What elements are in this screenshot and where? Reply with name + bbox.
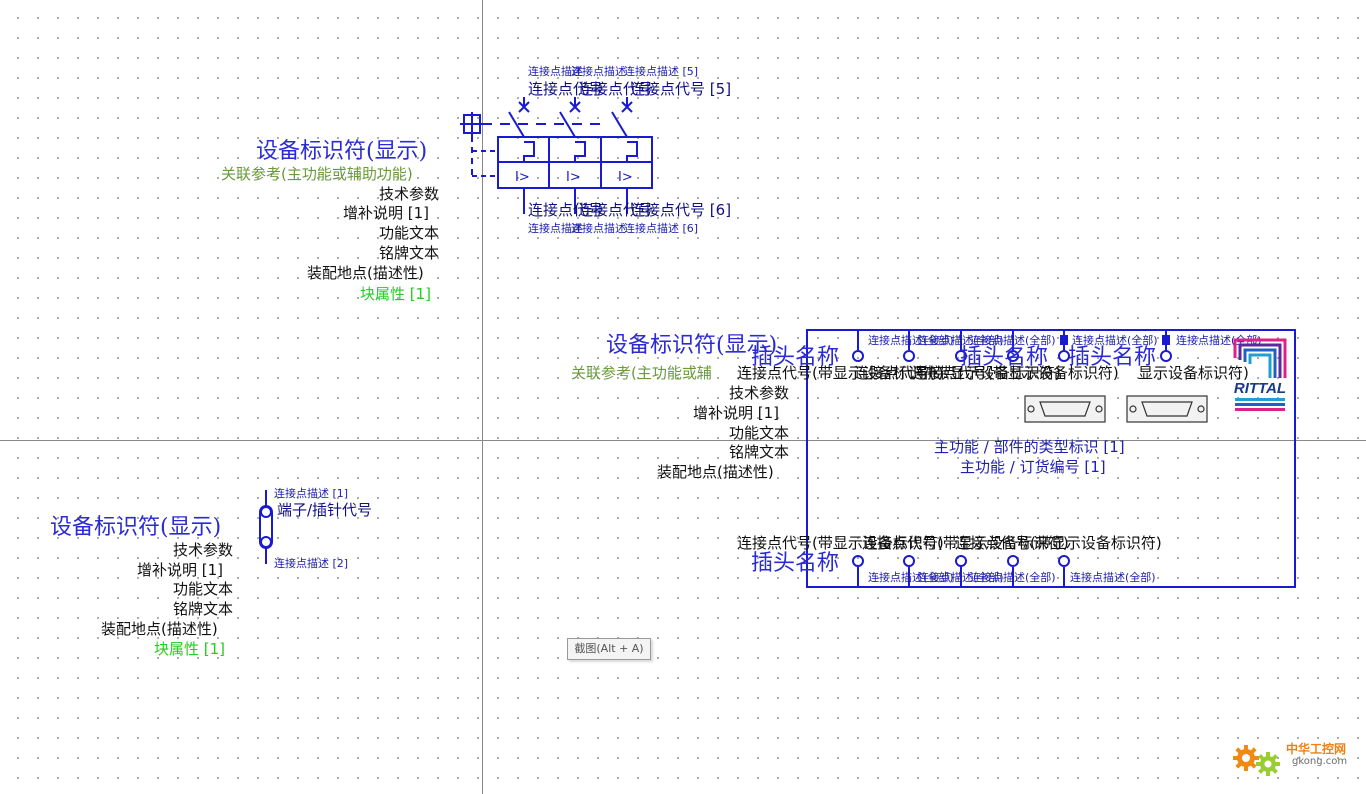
mount-loc-1: 装配地点(描述性)	[307, 264, 424, 282]
watermark-cn: 中华工控网	[1286, 742, 1347, 756]
conn-desc-all-b3: 连接点描述(全部)	[970, 571, 1056, 584]
assoc-ref-2: 关联参考(主功能或辅	[571, 364, 712, 382]
gear-icon	[1233, 745, 1280, 776]
conn-desc-all-b1: 连接点描述(全部)	[868, 571, 954, 584]
tech-params-1: 技术参数	[379, 185, 440, 203]
conn-code-tag-4: 显示设备标识符)	[1138, 364, 1249, 382]
gkong-watermark: 中华工控网 gkong.com	[1228, 734, 1358, 780]
conn-desc-all-b4: 连接点描述(全部)	[1070, 571, 1156, 584]
conn-desc-all-5: 连接点描述(全部)	[1176, 334, 1262, 347]
block-prop-1: 块属性 [1]	[360, 285, 432, 303]
circuit-breaker-symbol	[460, 97, 653, 214]
terminal-symbol	[259, 490, 273, 564]
conn-desc-bottom-2: 连接点描述	[571, 222, 626, 235]
plug-name-1: 插头名称	[751, 345, 840, 370]
block-prop-3: 块属性 [1]	[154, 640, 226, 658]
db9-connector-1	[1024, 395, 1106, 423]
plug-name-2: 插头名称	[960, 345, 1049, 370]
crosshair-horizontal	[0, 440, 1366, 441]
device-tag-2[interactable]: 设备标识符(显示)	[606, 333, 778, 358]
db9-connector-2	[1126, 395, 1208, 423]
screenshot-tooltip: 截图(Alt + A)	[567, 638, 651, 660]
nameplate-3: 铭牌文本	[173, 600, 234, 618]
conn-desc-terminal-2: 连接点描述 [2]	[274, 557, 349, 570]
conn-desc-bottom-3: 连接点描述 [6]	[624, 222, 699, 235]
conn-desc-all-1: 连接点描述(全部)	[868, 334, 954, 347]
conn-code-tag-3: 连接点代号(带显示设备标识符)	[912, 364, 1119, 382]
watermark-en: gkong.com	[1292, 756, 1348, 767]
conn-code-bottom-2: 连接点代号	[578, 201, 654, 219]
conn-code-top-1: 连接点代号	[528, 80, 604, 98]
conn-desc-all-3: 连接点描述(全部)	[970, 334, 1056, 347]
conn-code-tag-2: 连接点代号(带显示设备标识符)	[854, 364, 1061, 382]
device-box-symbol	[806, 329, 1296, 588]
trip-label-2: I>	[566, 170, 581, 185]
conn-code-bottom-row-1: 连接点代号(带显示设备标识符)	[737, 534, 944, 552]
conn-desc-all-4: 连接点描述(全部)	[1072, 334, 1158, 347]
terminal-code: 端子/插针代号	[277, 501, 373, 519]
conn-desc-bottom-1: 连接点描述	[528, 222, 583, 235]
supp-desc-1: 增补说明 [1]	[343, 204, 430, 222]
conn-code-bottom-1: 连接点代号	[528, 201, 604, 219]
crosshair-vertical	[482, 0, 483, 794]
mount-loc-2: 装配地点(描述性)	[657, 463, 774, 481]
tech-params-3: 技术参数	[173, 541, 234, 559]
nameplate-1: 铭牌文本	[379, 244, 440, 262]
tech-params-2: 技术参数	[729, 384, 790, 402]
conn-desc-all-b2: 连接点描述(全部)	[918, 571, 1004, 584]
conn-code-bottom-3: 连接点代号 [6]	[630, 201, 732, 219]
nameplate-2: 铭牌文本	[729, 443, 790, 461]
func-text-3: 功能文本	[173, 580, 234, 598]
conn-desc-top-2: 连接点描述	[571, 65, 626, 78]
trip-label-3: I>	[618, 170, 633, 185]
plug-name-3: 插头名称	[1068, 345, 1157, 370]
conn-code-top-2: 连接点代号	[578, 80, 654, 98]
trip-label-1: I>	[515, 170, 530, 185]
rittal-logo: RITTAL	[1233, 338, 1287, 414]
device-tag-3[interactable]: 设备标识符(显示)	[50, 515, 222, 540]
plug-name-bottom: 插头名称	[751, 551, 840, 576]
func-text-2: 功能文本	[729, 424, 790, 442]
supp-desc-3: 增补说明 [1]	[137, 561, 224, 579]
mount-loc-3: 装配地点(描述性)	[101, 620, 218, 638]
device-tag-1[interactable]: 设备标识符(显示)	[256, 139, 428, 164]
func-text-1: 功能文本	[379, 224, 440, 242]
assoc-ref-1: 关联参考(主功能或辅助功能)	[221, 165, 413, 183]
part-type-tag: 主功能 / 部件的类型标识 [1]	[934, 438, 1125, 456]
conn-code-tag-1: 连接点代号(带显示设备标识符)	[737, 364, 944, 382]
supp-desc-2: 增补说明 [1]	[693, 404, 780, 422]
order-number: 主功能 / 订货编号 [1]	[960, 458, 1106, 476]
conn-desc-all-2: 连接点描述(全部)	[918, 334, 1004, 347]
conn-desc-top-1: 连接点描述	[528, 65, 583, 78]
conn-desc-terminal-1: 连接点描述 [1]	[274, 487, 349, 500]
conn-desc-top-3: 连接点描述 [5]	[624, 65, 699, 78]
conn-code-bottom-row-2: 连接点代号(带显示设备标识符)	[862, 534, 1069, 552]
conn-code-top-3: 连接点代号 [5]	[630, 80, 732, 98]
conn-code-bottom-row-3: 连接点代号(带显示设备标识符)	[955, 534, 1162, 552]
svg-text:RITTAL: RITTAL	[1234, 380, 1286, 397]
